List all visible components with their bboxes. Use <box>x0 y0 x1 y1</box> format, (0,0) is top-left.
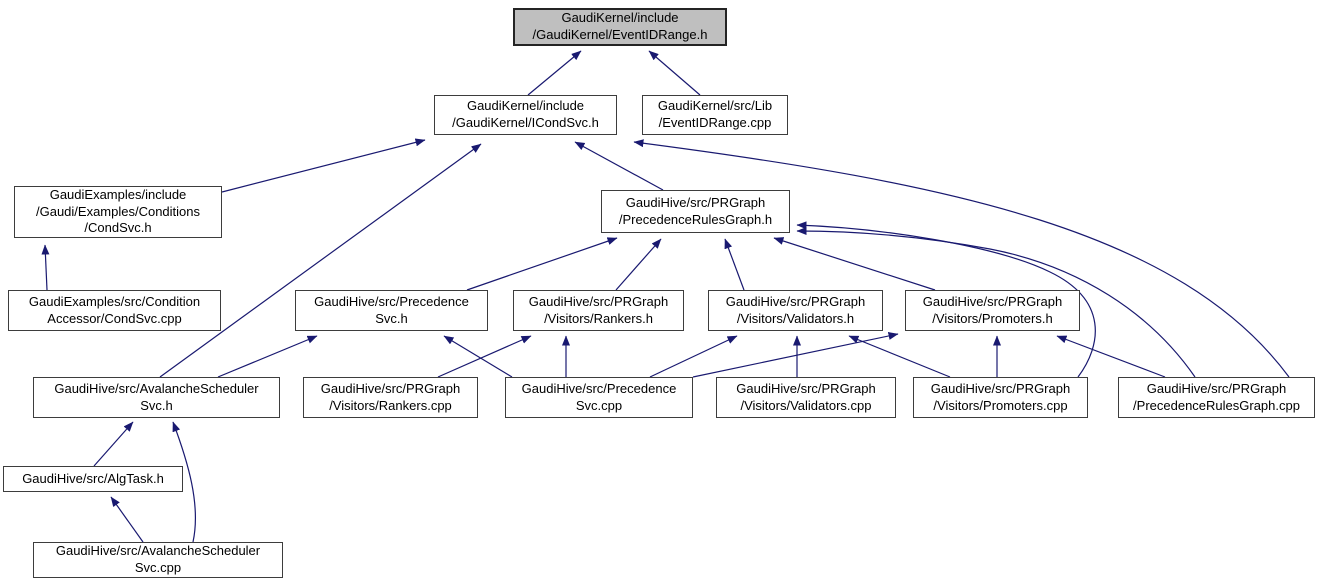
graph-node-prg-h[interactable]: GaudiHive/src/PRGraph /PrecedenceRulesGr… <box>601 190 790 233</box>
graph-node-algtask-h[interactable]: GaudiHive/src/AlgTask.h <box>3 466 183 492</box>
graph-node-evtidrange-cpp[interactable]: GaudiKernel/src/Lib /EventIDRange.cpp <box>642 95 788 135</box>
edge-algtask-h-to-aval-h <box>93 421 134 467</box>
edge-rankers-cpp-to-rankers-h <box>437 335 532 378</box>
graph-node-condsvc-h[interactable]: GaudiExamples/include /Gaudi/Examples/Co… <box>14 186 222 238</box>
graph-node-promoters-cpp[interactable]: GaudiHive/src/PRGraph /Visitors/Promoter… <box>913 377 1088 418</box>
edge-promoters-h-to-prg-h <box>773 237 936 291</box>
edge-precsvc-cpp-to-precsvc-h <box>443 335 513 378</box>
graph-node-prg-cpp[interactable]: GaudiHive/src/PRGraph /PrecedenceRulesGr… <box>1118 377 1315 418</box>
edge-aval-h-to-precsvc-h <box>217 335 318 378</box>
edge-prg-h-to-icondsvc-h <box>574 141 664 191</box>
edge-icondsvc-h-to-evtidrange-h <box>527 50 582 96</box>
edge-prg-cpp-to-promoters-h <box>1056 335 1166 378</box>
edge-prg-cpp-to-prg-h <box>796 227 1196 378</box>
edge-validators-h-to-prg-h <box>724 238 745 291</box>
graph-node-precsvc-cpp[interactable]: GaudiHive/src/Precedence Svc.cpp <box>505 377 693 418</box>
graph-node-icondsvc-h[interactable]: GaudiKernel/include /GaudiKernel/ICondSv… <box>434 95 617 135</box>
edge-condsvc-h-to-icondsvc-h <box>221 138 426 193</box>
graph-node-rankers-h[interactable]: GaudiHive/src/PRGraph /Visitors/Rankers.… <box>513 290 684 331</box>
edge-aval-cpp-to-aval-h <box>172 421 196 543</box>
edge-rankers-h-to-prg-h <box>615 238 662 291</box>
edge-precsvc-h-to-prg-h <box>466 237 618 291</box>
edge-evtidrange-cpp-to-evtidrange-h <box>648 50 701 96</box>
edge-aval-cpp-to-algtask-h <box>110 496 144 543</box>
edge-promoters-cpp-to-validators-h <box>848 335 951 378</box>
graph-node-aval-cpp[interactable]: GaudiHive/src/AvalancheScheduler Svc.cpp <box>33 542 283 578</box>
graph-node-validators-cpp[interactable]: GaudiHive/src/PRGraph /Visitors/Validato… <box>716 377 896 418</box>
graph-node-aval-h[interactable]: GaudiHive/src/AvalancheScheduler Svc.h <box>33 377 280 418</box>
graph-node-validators-h[interactable]: GaudiHive/src/PRGraph /Visitors/Validato… <box>708 290 883 331</box>
edge-prg-cpp-to-icondsvc-h <box>633 139 1290 378</box>
edge-aval-h-to-icondsvc-h <box>159 143 482 378</box>
edge-precsvc-cpp-to-promoters-h <box>692 332 899 378</box>
graph-node-rankers-cpp[interactable]: GaudiHive/src/PRGraph /Visitors/Rankers.… <box>303 377 478 418</box>
edge-condsvc-cpp-to-condsvc-h <box>41 244 50 291</box>
edge-precsvc-cpp-to-validators-h <box>649 335 738 378</box>
graph-node-condsvc-cpp[interactable]: GaudiExamples/src/Condition Accessor/Con… <box>8 290 221 331</box>
graph-node-evtidrange-h[interactable]: GaudiKernel/include /GaudiKernel/EventID… <box>513 8 727 46</box>
edge-promoters-cpp-to-prg-h <box>796 221 1096 378</box>
graph-node-promoters-h[interactable]: GaudiHive/src/PRGraph /Visitors/Promoter… <box>905 290 1080 331</box>
graph-node-precsvc-h[interactable]: GaudiHive/src/Precedence Svc.h <box>295 290 488 331</box>
